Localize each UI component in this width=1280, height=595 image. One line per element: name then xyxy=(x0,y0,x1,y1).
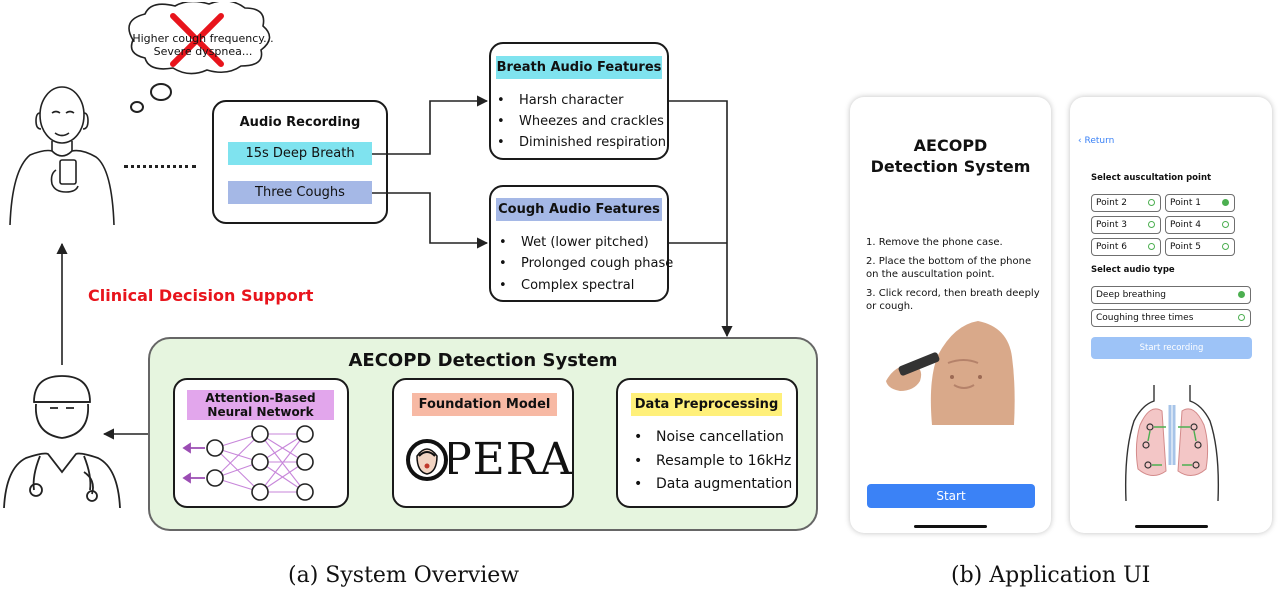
patient-figure xyxy=(9,86,115,226)
cough-feature-item: •Complex spectral xyxy=(499,278,635,293)
dotted-connector xyxy=(124,165,196,168)
point-option[interactable]: Point 1 xyxy=(1165,194,1235,212)
thought-text: Higher cough frequency... Severe dyspnea… xyxy=(132,32,274,58)
deep-breath-tag: 15s Deep Breath xyxy=(228,142,372,165)
thought-bubble xyxy=(128,2,271,113)
app-screen-instructions: AECOPD Detection System 1. Remove the ph… xyxy=(850,97,1051,533)
neural-network-title: Attention-Based Neural Network xyxy=(187,390,334,420)
radio-selected-icon xyxy=(1238,291,1245,298)
opera-face-icon xyxy=(406,439,448,481)
cough-feature-item: •Wet (lower pitched) xyxy=(499,235,649,250)
auscultation-photo xyxy=(886,321,1015,425)
select-point-label: Select auscultation point xyxy=(1091,173,1212,183)
breath-features-title: Breath Audio Features xyxy=(496,56,662,79)
point-option[interactable]: Point 5 xyxy=(1165,238,1235,256)
data-preprocessing-title: Data Preprocessing xyxy=(631,393,782,416)
instruction-step: 1. Remove the phone case. xyxy=(866,237,1003,248)
caption-application-ui: (b) Application UI xyxy=(951,563,1151,588)
caption-system-overview: (a) System Overview xyxy=(288,563,520,588)
detection-system-title: AECOPD Detection System xyxy=(348,350,618,371)
clinical-decision-label: Clinical Decision Support xyxy=(88,286,314,305)
return-link[interactable]: ‹ Return xyxy=(1078,136,1115,146)
radio-icon xyxy=(1148,221,1155,228)
start-button[interactable]: Start xyxy=(867,484,1035,508)
point-option[interactable]: Point 4 xyxy=(1165,216,1235,234)
preprocessing-item: •Resample to 16kHz xyxy=(634,453,792,469)
radio-icon xyxy=(1222,243,1229,250)
point-option[interactable]: Point 6 xyxy=(1091,238,1161,256)
start-recording-button[interactable]: Start recording xyxy=(1091,337,1252,359)
breath-feature-item: •Wheezes and crackles xyxy=(497,114,664,129)
instruction-step: 3. Click record, then breath deeply or c… xyxy=(866,288,1040,312)
chevron-left-icon: ‹ xyxy=(1078,136,1085,146)
opera-logo-text: OPERA xyxy=(405,434,573,485)
app-screen-recording: ‹ Return Select auscultation point Point… xyxy=(1070,97,1272,533)
three-coughs-tag: Three Coughs xyxy=(228,181,372,204)
opera-logo: OPERA xyxy=(405,434,572,486)
instruction-step: 2. Place the bottom of the phone on the … xyxy=(866,256,1032,280)
chest-diagram xyxy=(1124,385,1220,501)
foundation-model-title: Foundation Model xyxy=(412,393,557,416)
preprocessing-item: •Data augmentation xyxy=(634,476,793,492)
point-option[interactable]: Point 2 xyxy=(1091,194,1161,212)
cough-features-title: Cough Audio Features xyxy=(496,198,662,221)
radio-icon xyxy=(1238,314,1245,321)
radio-selected-icon xyxy=(1222,199,1229,206)
radio-icon xyxy=(1148,243,1155,250)
select-audio-label: Select audio type xyxy=(1091,265,1175,275)
audio-recording-title: Audio Recording xyxy=(239,115,361,130)
home-indicator xyxy=(1135,525,1208,528)
breath-feature-item: •Harsh character xyxy=(497,93,624,108)
neural-network-diagram xyxy=(182,425,314,501)
home-indicator xyxy=(914,525,987,528)
cough-feature-item: •Prolonged cough phase xyxy=(499,256,674,271)
audio-type-option[interactable]: Coughing three times xyxy=(1091,309,1251,327)
doctor-figure xyxy=(3,375,121,509)
radio-icon xyxy=(1222,221,1229,228)
audio-type-option[interactable]: Deep breathing xyxy=(1091,286,1251,304)
breath-feature-item: •Diminished respiration xyxy=(497,135,667,150)
app-screen-title: AECOPD Detection System xyxy=(870,136,1031,176)
radio-icon xyxy=(1148,199,1155,206)
preprocessing-item: •Noise cancellation xyxy=(634,429,784,445)
point-option[interactable]: Point 3 xyxy=(1091,216,1161,234)
